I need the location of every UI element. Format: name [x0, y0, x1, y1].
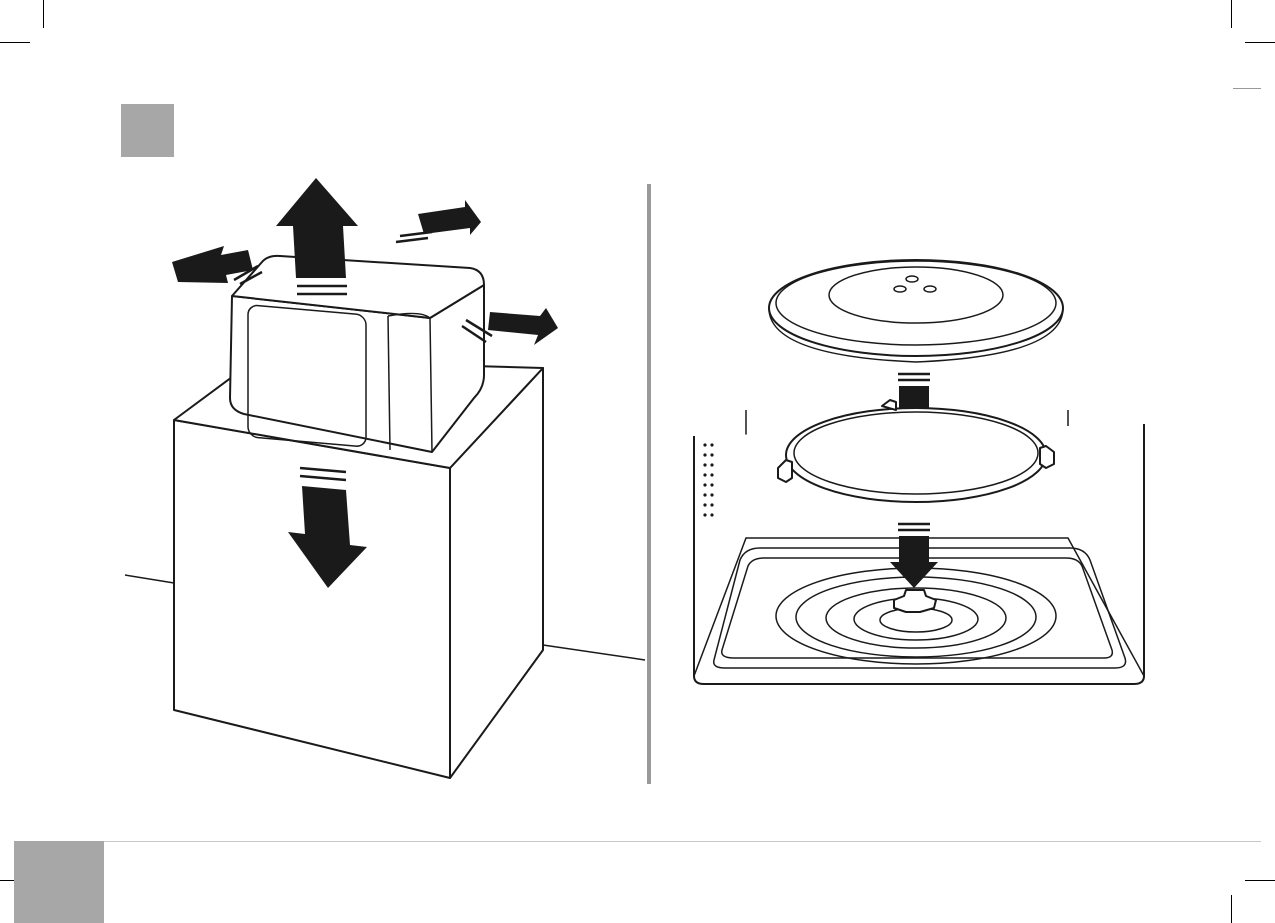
turntable-figure	[694, 260, 1144, 684]
glass-tray	[769, 260, 1063, 362]
arrow-left-icon	[172, 246, 262, 284]
floor-line	[543, 645, 645, 660]
clearance-figure	[125, 178, 645, 778]
floor-line	[125, 575, 174, 583]
roller-ring	[778, 400, 1054, 502]
arrow-back-icon	[396, 200, 481, 242]
